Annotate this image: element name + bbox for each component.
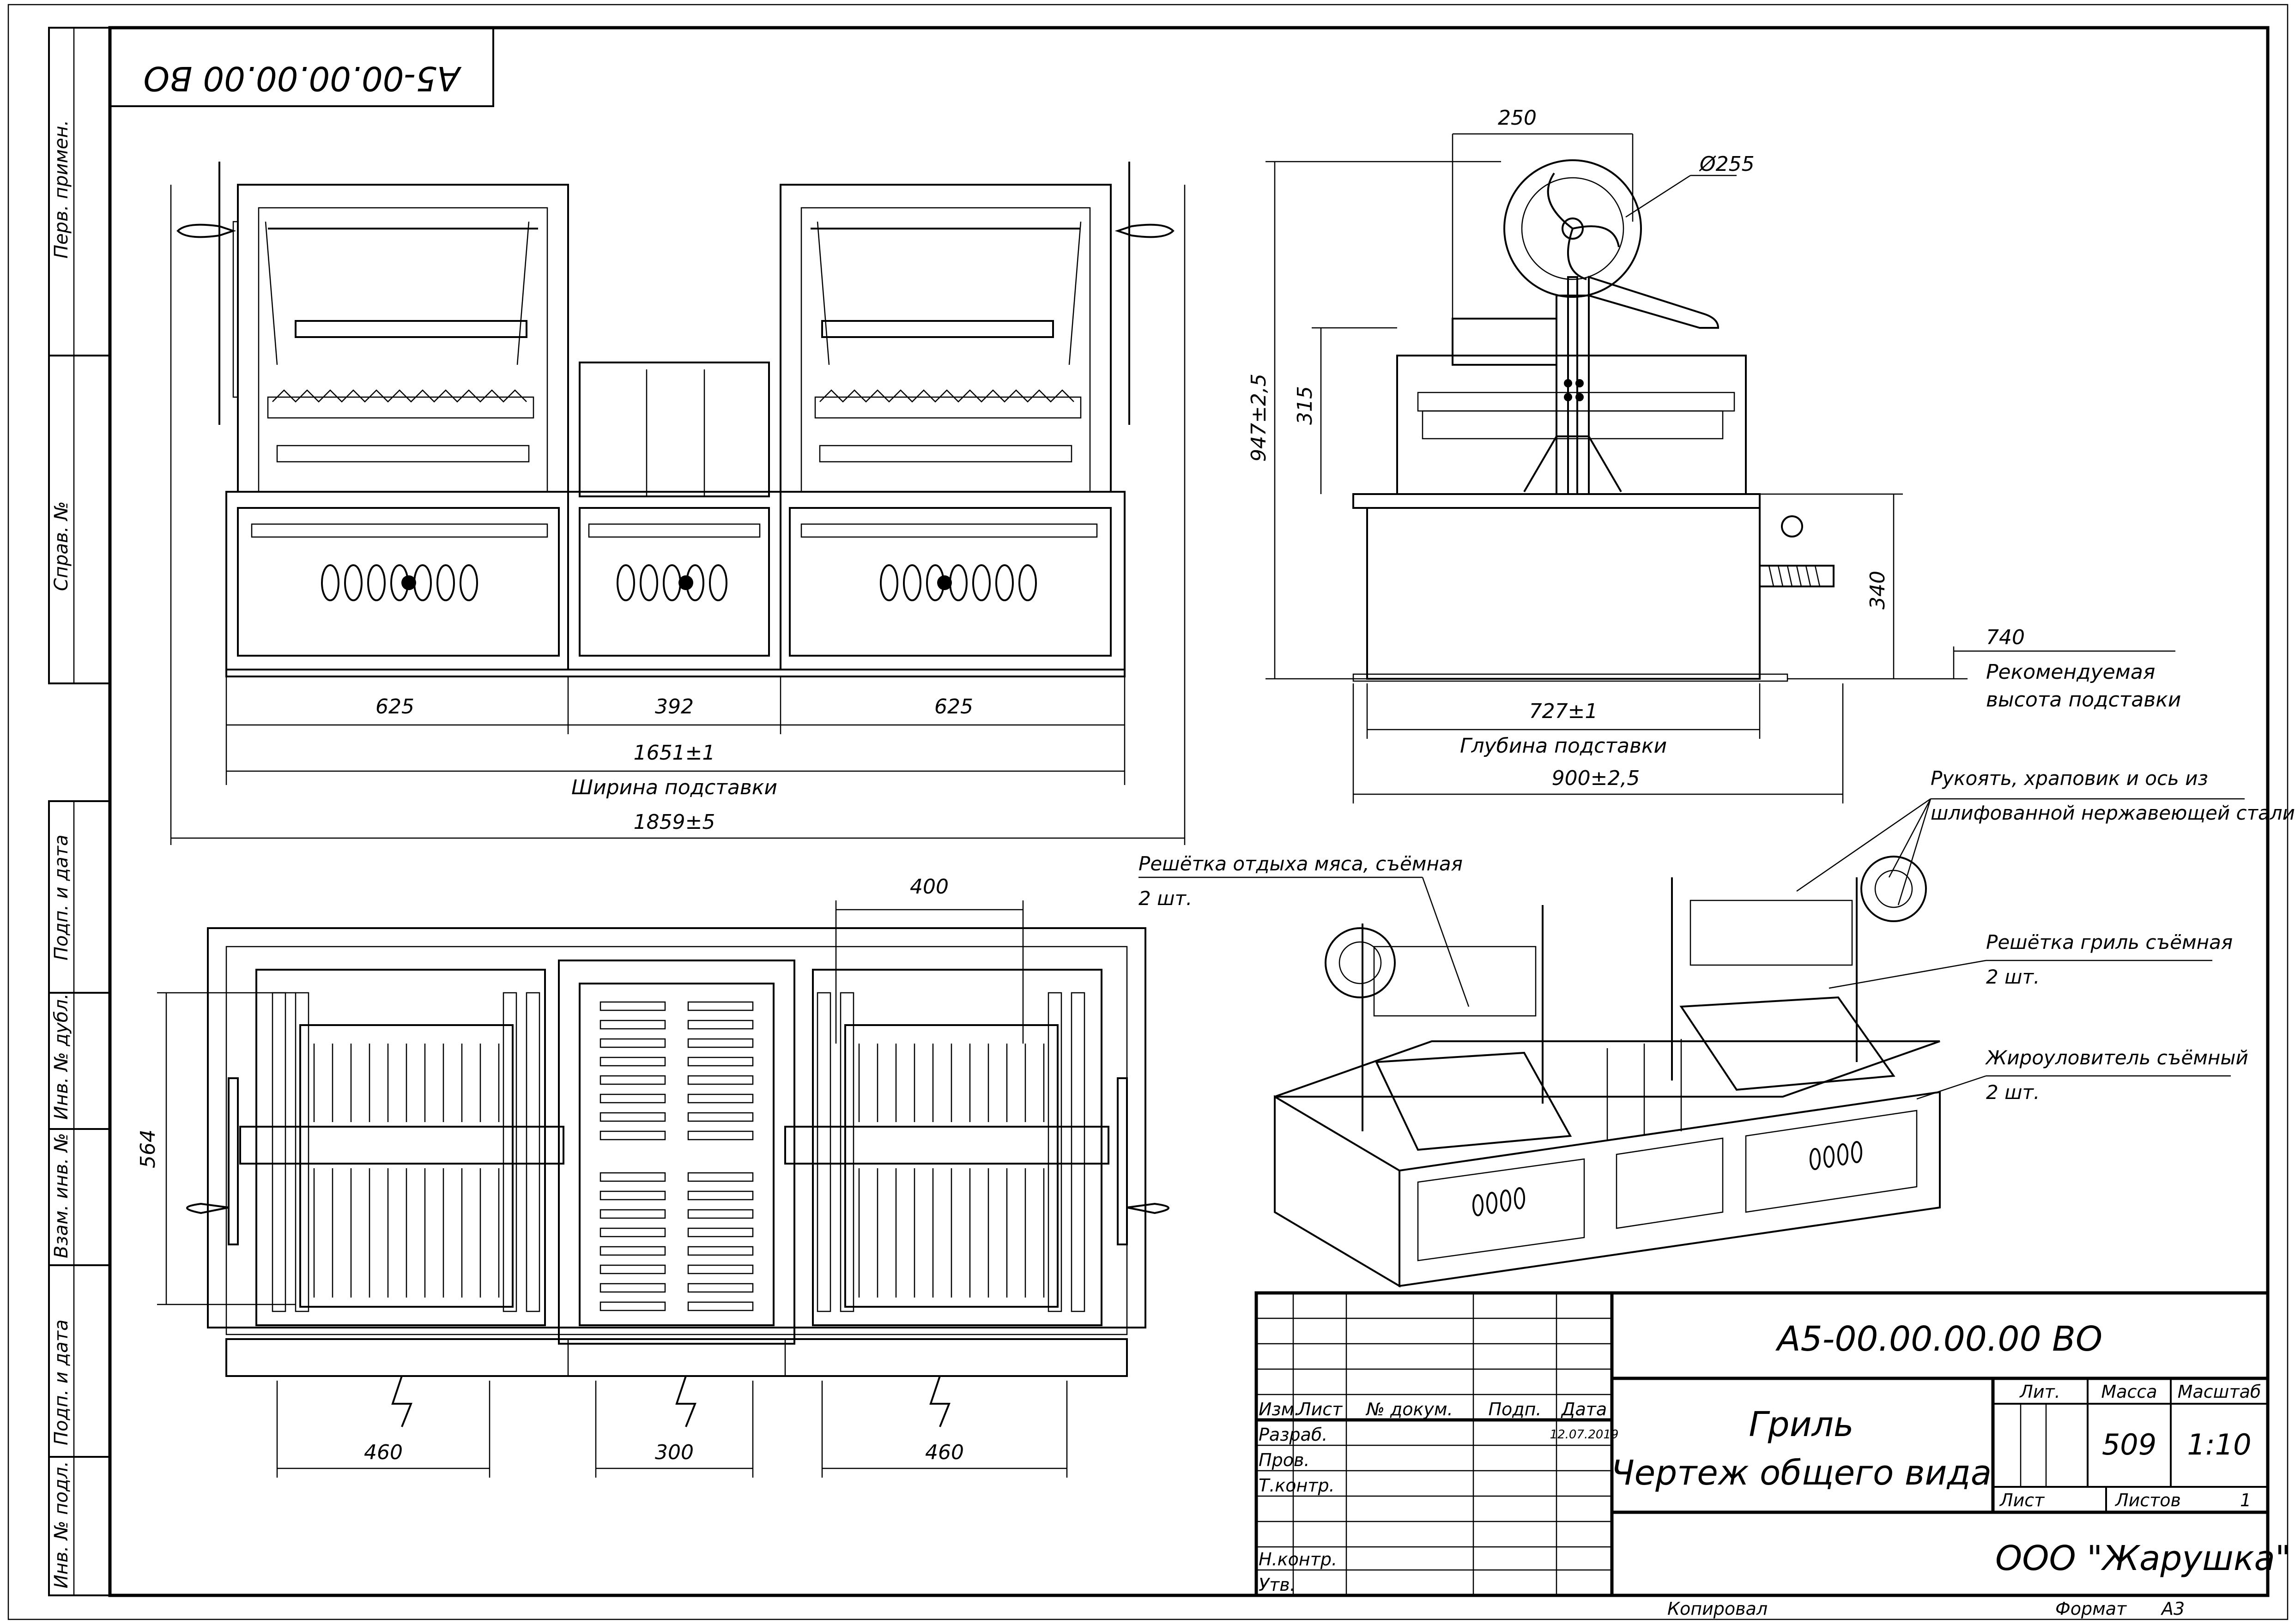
note-rest-grate-line1: Решётка отдыха мяса, съёмная — [1138, 852, 1463, 875]
side-labels: Перв. примен. Справ. № Подп. и дата Инв.… — [51, 120, 72, 1588]
tb-doc-no: № докум. — [1365, 1399, 1453, 1419]
footer: Копировал Формат А3 — [1667, 1599, 2185, 1619]
label-podp-data-bottom: Подп. и дата — [51, 1320, 72, 1445]
tb-lit: Лит. — [2019, 1382, 2060, 1402]
tb-scale-label: Масштаб — [2178, 1382, 2261, 1402]
tb-utv: Утв. — [1259, 1575, 1296, 1595]
dim-right-grate: 460 — [925, 1441, 964, 1464]
note-rest-grate-line2: 2 шт. — [1138, 887, 1192, 910]
footer-format: А3 — [2160, 1599, 2185, 1619]
note-handle-line1: Рукоять, храповик и ось из — [1931, 767, 2208, 790]
dim-stand-width-label: Ширина подставки — [571, 776, 777, 799]
tb-list: Лист — [1297, 1399, 1343, 1419]
dim-top-offset: 250 — [1498, 106, 1537, 130]
tb-name-line1: Гриль — [1749, 1405, 1853, 1444]
note-fat-tray-line1: Жироуловитель съёмный — [1985, 1046, 2248, 1069]
dim-stand-width: 1651±1 — [634, 741, 715, 765]
dim-stand-depth: 727±1 — [1529, 700, 1598, 723]
dim-middle-section: 392 — [655, 695, 694, 718]
tb-company: ООО "Жарушка" — [1995, 1539, 2291, 1578]
sheet-frame — [7, 4, 2289, 1620]
label-podp-data-top: Подп. и дата — [51, 835, 72, 960]
tb-date: Дата — [1561, 1399, 1607, 1419]
dim-left-section: 625 — [375, 695, 414, 718]
dim-stand-depth-label: Глубина подставки — [1460, 734, 1667, 758]
tb-sheets-count: 1 — [2240, 1490, 2251, 1510]
dim-recommended-height-value: 740 — [1986, 626, 2025, 649]
footer-format-label: Формат — [2055, 1599, 2127, 1619]
note-grill-grate-line1: Решётка гриль съёмная — [1986, 931, 2233, 954]
title-block: Изм. Лист № докум. Подп. Дата Разраб. 12… — [1254, 1291, 2291, 1597]
tb-mass: 509 — [2102, 1428, 2156, 1461]
note-fat-tray-line2: 2 шт. — [1986, 1081, 2040, 1104]
dim-total-height: 947±2,5 — [1247, 374, 1271, 462]
tb-razrab: Разраб. — [1259, 1425, 1327, 1445]
dim-wheel-diameter: Ø255 — [1699, 152, 1755, 176]
tb-scale: 1:10 — [2187, 1428, 2251, 1461]
dim-middle-grate: 300 — [655, 1441, 694, 1464]
top-view: 400 564 460 300 460 — [136, 875, 1169, 1478]
dim-overall-width: 1859±5 — [634, 810, 715, 834]
front-view: 625 392 625 1651±1 Ширина подставки 1859… — [170, 162, 1186, 845]
dim-left-grate: 460 — [364, 1441, 403, 1464]
dim-recommended-height-line2: высота подставки — [1986, 688, 2181, 712]
tb-razrab-date: 12.07.2019 — [1550, 1428, 1619, 1442]
tb-tkontr: Т.контр. — [1259, 1475, 1335, 1496]
dim-depth: 564 — [136, 1129, 160, 1168]
dim-overall-depth: 900±2,5 — [1552, 767, 1640, 790]
stamp-code: А5-00.00.00.00 ВО — [143, 59, 461, 98]
note-handle-line2: шлифованной нержавеющей стали — [1931, 802, 2295, 824]
tb-sheets: Листов — [2114, 1490, 2181, 1510]
label-sprav-no: Справ. № — [51, 501, 72, 591]
tb-podp: Подп. — [1488, 1399, 1541, 1419]
side-view: 250 Ø255 947±2,5 315 340 740 Рекомендуем… — [1247, 106, 2181, 803]
label-inv-dubl: Инв. № дубл. — [51, 993, 72, 1120]
label-perv-primen: Перв. примен. — [51, 120, 72, 259]
tb-mass-label: Масса — [2101, 1382, 2157, 1402]
dim-box-height: 340 — [1866, 571, 1889, 610]
dim-recommended-height-line1: Рекомендуемая — [1986, 660, 2155, 684]
dim-right-section: 625 — [934, 695, 973, 718]
tb-sheet: Лист — [1999, 1490, 2045, 1510]
dim-upper-height: 315 — [1293, 386, 1317, 425]
dim-middle-width: 400 — [910, 875, 949, 899]
tb-code: А5-00.00.00.00 ВО — [1775, 1319, 2102, 1359]
footer-copied: Копировал — [1667, 1599, 1768, 1619]
tb-izm: Изм. — [1259, 1399, 1300, 1419]
stamp-code-box: А5-00.00.00.00 ВО — [109, 27, 494, 107]
tb-prov: Пров. — [1259, 1450, 1309, 1470]
tb-nkontr: Н.контр. — [1259, 1549, 1337, 1570]
label-vzam-inv: Взам. инв. № — [51, 1133, 72, 1258]
isometric-view: Рукоять, храповик и ось из шлифованной н… — [1138, 767, 2295, 1288]
tb-name-line2: Чертеж общего вида — [1611, 1453, 1992, 1493]
note-grill-grate-line2: 2 шт. — [1986, 966, 2040, 988]
label-inv-podl: Инв. № подл. — [51, 1461, 72, 1588]
